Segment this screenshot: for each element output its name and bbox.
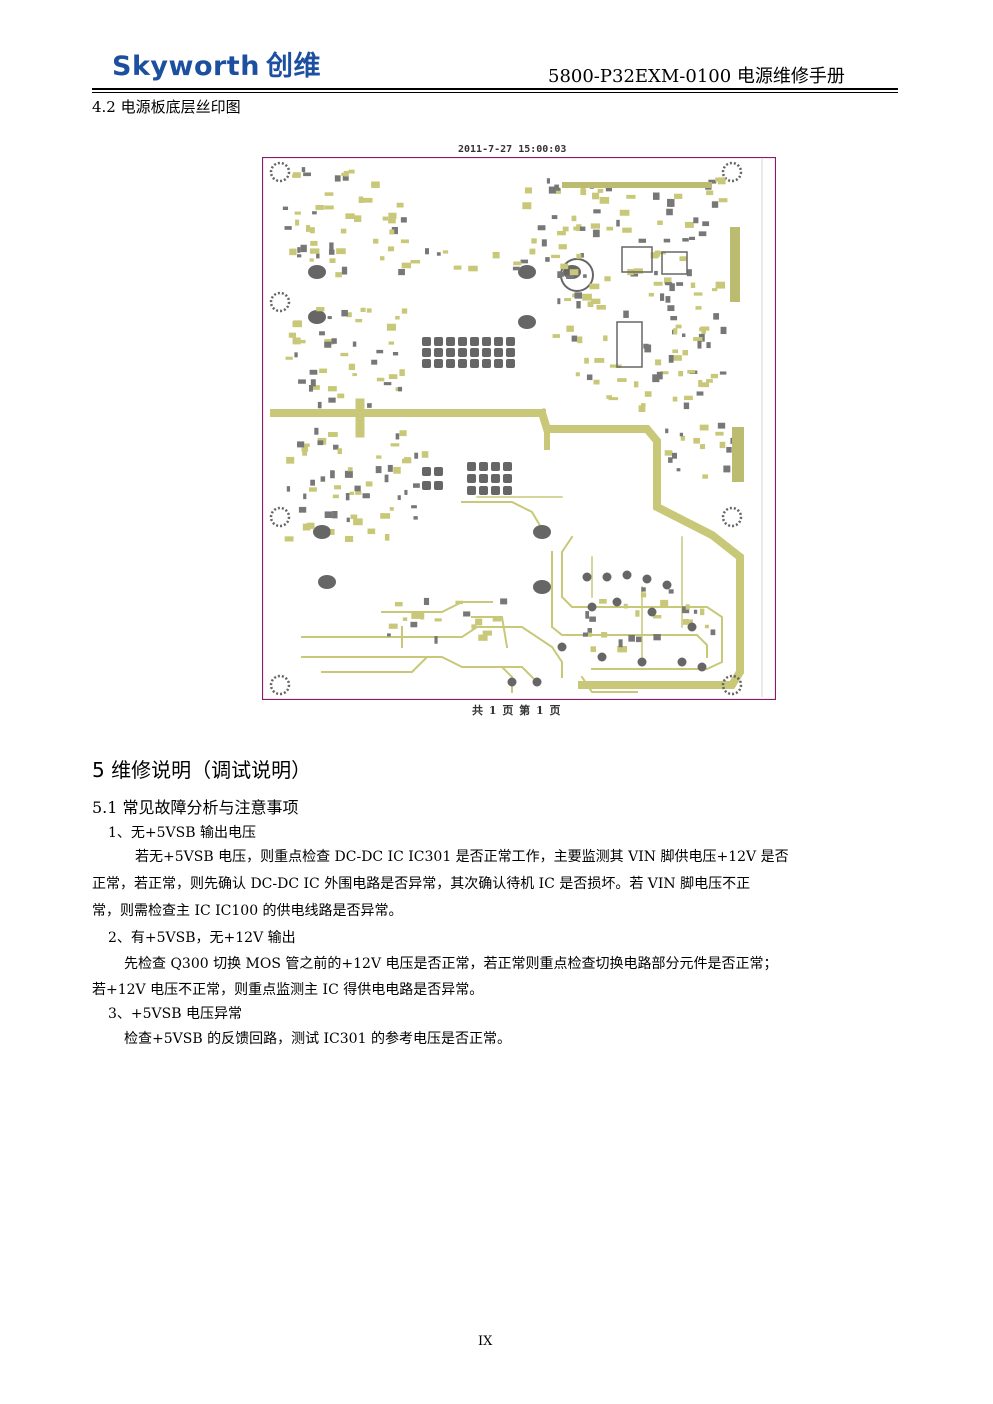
section-5-heading: 5 维修说明（调试说明） (92, 758, 312, 782)
mounting-holes (269, 161, 743, 696)
fault-item-3-title: 3、+5VSB 电压异常 (108, 1006, 242, 1022)
section-5-1-heading: 5.1 常见故障分析与注意事项 (92, 798, 299, 817)
fault-item-1-line-3: 常，则需检查主 IC IC100 的供电线路是否异常。 (92, 903, 403, 919)
logo-text-en: Skyworth (112, 51, 260, 82)
page-number: IX (478, 1334, 493, 1349)
fault-item-2-line-1: 先检查 Q300 切换 MOS 管之前的+12V 电压是否正常，若正常则重点检查… (124, 956, 778, 972)
fault-item-2-title: 2、有+5VSB，无+12V 输出 (108, 930, 296, 946)
document-title: 5800-P32EXM-0100 电源维修手册 (548, 62, 845, 90)
pcb-page-footer: 共 1 页 第 1 页 (472, 704, 562, 717)
header-rule-thin (92, 92, 898, 93)
fault-item-1-title: 1、无+5VSB 输出电压 (108, 825, 256, 841)
logo-text-cn: 创维 (265, 51, 321, 82)
fault-item-2-line-2: 若+12V 电压不正常，则重点监测主 IC 得供电电路是否异常。 (92, 982, 484, 998)
pcb-timestamp: 2011-7-27 15:00:03 (458, 144, 567, 155)
fault-item-1-line-2: 正常，若正常，则先确认 DC-DC IC 外围电路是否异常，其次确认待机 IC … (92, 876, 751, 892)
document-title-text: 5800-P32EXM-0100 电源维修手册 (548, 66, 845, 90)
pcb-components (282, 167, 744, 687)
fault-item-1-line-1: 若无+5VSB 电压，则重点检查 DC-DC IC IC301 是否正常工作，主… (135, 849, 789, 865)
pcb-drawing (261, 156, 777, 701)
section-4-2-heading: 4.2 电源板底层丝印图 (92, 98, 241, 116)
fault-item-3-line-1: 检查+5VSB 的反馈回路，测试 IC301 的参考电压是否正常。 (124, 1031, 511, 1047)
pcb-silkscreen-figure (261, 156, 777, 701)
pcb-outline (261, 156, 777, 701)
pcb-traces (270, 398, 744, 693)
header-rule-thick (92, 88, 898, 90)
